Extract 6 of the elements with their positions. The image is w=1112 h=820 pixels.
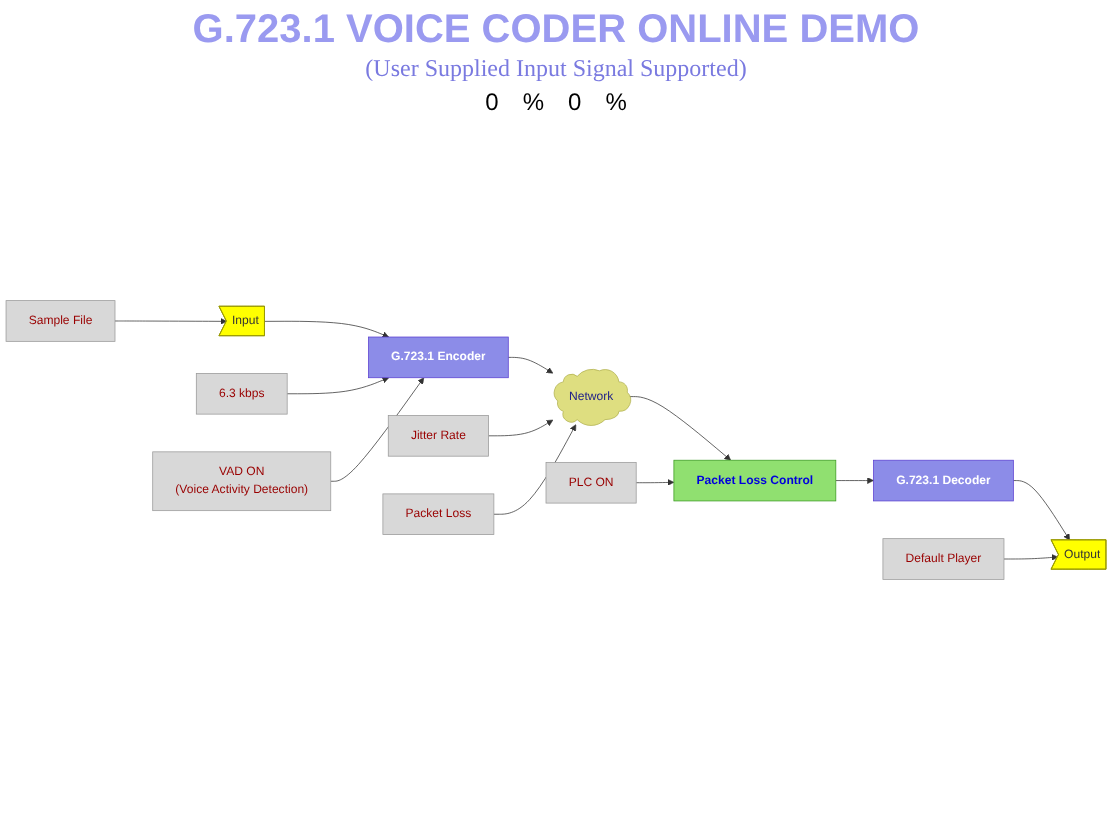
- diagram-caption: (User Supplied Input Signal Supported): [363, 54, 749, 84]
- note-text: 0: [483, 88, 501, 116]
- diagram-title: G.723.1 VOICE CODER ONLINE DEMO: [190, 8, 922, 54]
- note-text: %: [520, 88, 546, 116]
- note-text: %: [603, 88, 629, 116]
- note-text: 0: [566, 88, 584, 116]
